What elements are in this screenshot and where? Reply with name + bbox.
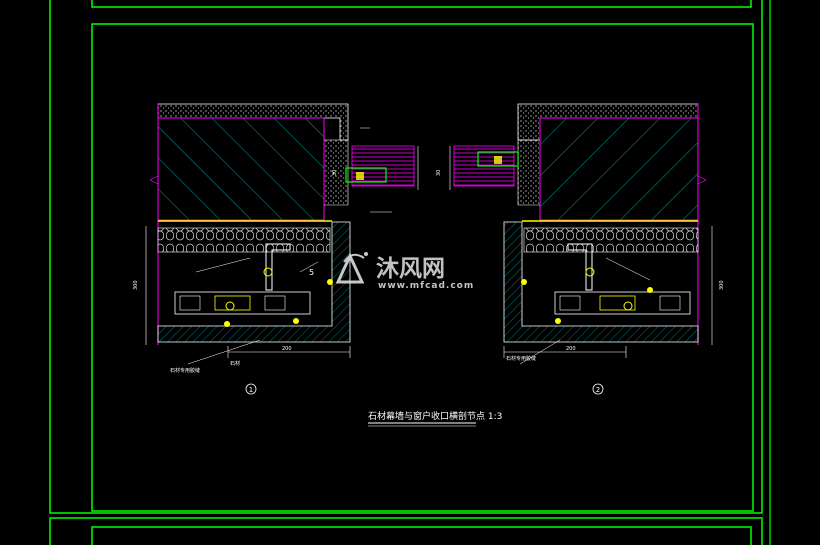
left-stone-label: 石材专用胶缝	[170, 367, 200, 374]
watermark-brand: 沐风网	[376, 256, 445, 282]
detail-marker-2: 2	[592, 383, 604, 395]
drawing-frames	[49, 0, 771, 545]
left-dim-bottom: 200	[282, 346, 292, 352]
left-dim-side: 300	[133, 280, 139, 290]
detail-left	[145, 103, 419, 365]
detail-marker-2-text: 2	[596, 386, 600, 394]
right-dim-side: 300	[719, 280, 725, 290]
detail-marker-1: 1	[245, 383, 257, 395]
right-dim-window: 30	[436, 170, 442, 176]
left-callout-5: 5	[309, 268, 314, 277]
detail-marker-1-text: 1	[249, 386, 253, 394]
watermark-url: www.mfcad.com	[378, 281, 474, 291]
right-stone-label: 石材专用胶缝	[506, 355, 536, 362]
drawing-caption: 石材幕墙与窗户收口横剖节点 1:3	[368, 410, 502, 422]
right-dim-bottom: 200	[566, 346, 576, 352]
left-bottom-note: 石材	[230, 360, 240, 367]
detail-right	[449, 103, 713, 365]
watermark-logo-icon	[335, 252, 368, 284]
left-dim-window: 30	[332, 170, 338, 176]
watermark: 沐风网 www.mfcad.com	[335, 252, 474, 291]
